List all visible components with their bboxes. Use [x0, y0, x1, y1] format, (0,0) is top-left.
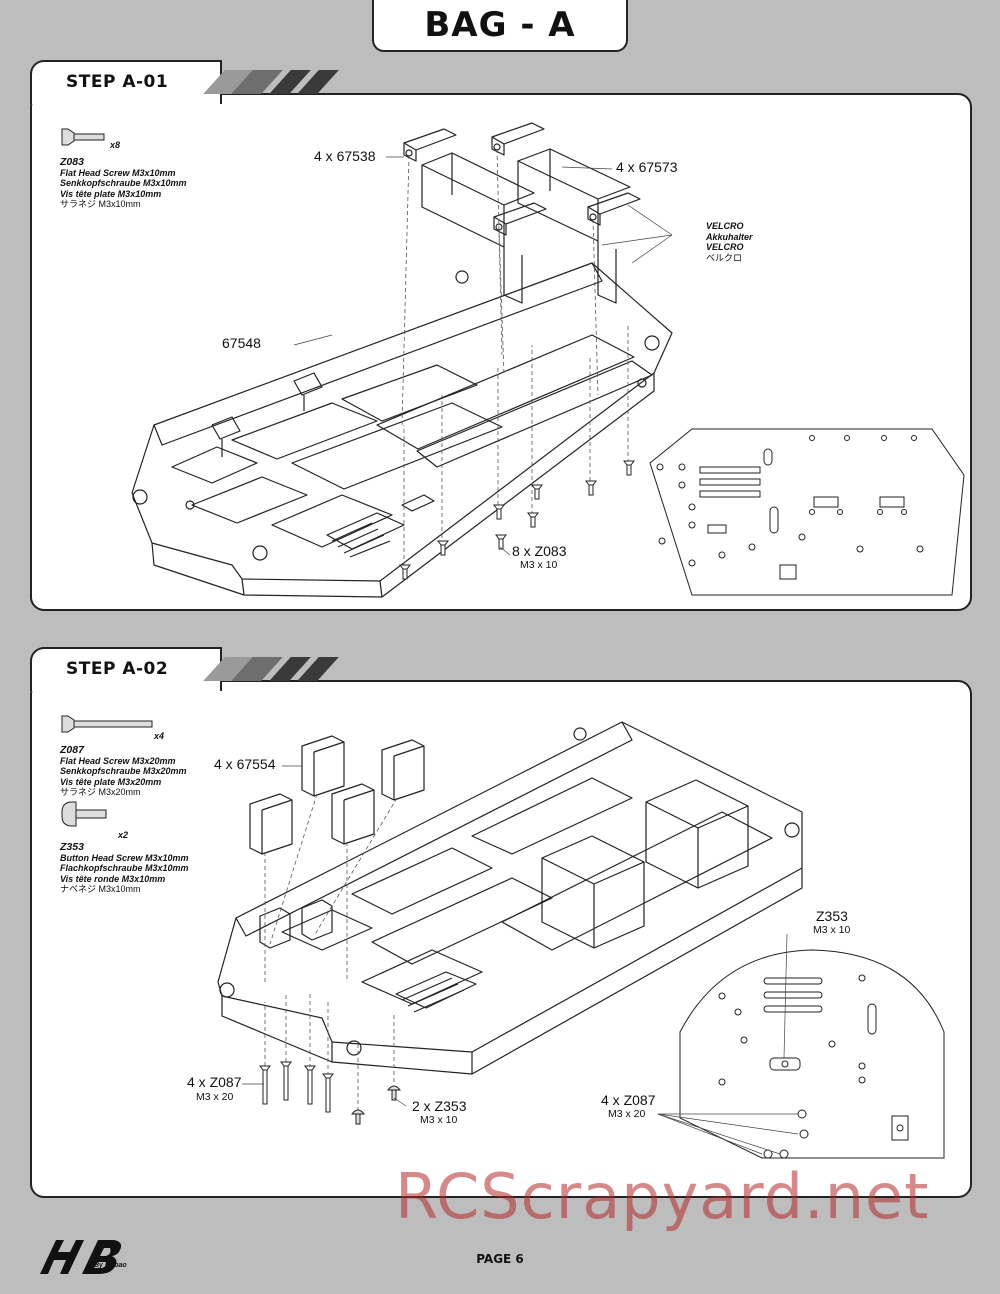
callout-chassis-67548: 67548 [222, 335, 261, 351]
chassis-bottom-view [649, 428, 965, 596]
screw-z087-1 [259, 1065, 271, 1105]
z083-fr: Vis tête plate M3x10mm [60, 188, 162, 199]
velcro-fr: VELCRO [706, 242, 744, 252]
screw-z083-7 [585, 480, 597, 496]
holder-67538-b [491, 122, 545, 145]
velcro-en: VELCRO [706, 221, 744, 231]
page-number: PAGE 6 [476, 1252, 524, 1266]
callout-z353: 2 x Z353 [412, 1098, 467, 1114]
callout-z087-detail: 4 x Z087 [601, 1092, 656, 1108]
bag-title-tab: BAG - A [372, 0, 628, 52]
screw-z083-8 [623, 460, 635, 476]
z353-de: Flachkopfschraube M3x10mm [60, 863, 189, 873]
screw-z087-3 [304, 1065, 316, 1105]
step-a02-panel [30, 680, 972, 1198]
callout-z087-detail-size: M3 x 20 [608, 1108, 646, 1120]
callout-screws-z083-size: M3 x 10 [520, 559, 558, 571]
step-a01-panel [30, 93, 972, 611]
velcro-jp: ベルクロ [706, 252, 743, 263]
watermark: RCScrapyard.net [395, 1160, 930, 1233]
holder-67538-c [493, 202, 547, 225]
z083-qty: x8 [110, 140, 121, 150]
velcro-label: VELCRO Akkuhalter VELCRO ベルクロ [706, 221, 753, 263]
screw-z353-2 [350, 1109, 366, 1125]
post-67554-a [301, 735, 345, 797]
z083-description: Z083 Flat Head Screw M3x10mm Senkkopfsch… [60, 157, 187, 210]
bag-title: BAG - A [424, 5, 576, 45]
chassis-assembled [217, 721, 803, 1053]
callout-z353-detail: Z353 [816, 908, 848, 924]
holder-67538-d [587, 192, 641, 215]
chassis-bottom-detail [679, 949, 945, 1159]
flat-head-screw-icon [61, 128, 105, 146]
screw-z083-6 [531, 484, 543, 500]
screw-z083-3 [493, 504, 505, 520]
screw-z083-4 [495, 534, 507, 550]
step-a01-label: STEP A-01 [66, 72, 169, 92]
holder-67538-a [403, 128, 457, 151]
z083-jp: サラネジ M3x10mm [60, 199, 141, 209]
callout-z087: 4 x Z087 [187, 1074, 242, 1090]
callout-z353-detail-size: M3 x 10 [813, 924, 851, 936]
callout-posts-67554: 4 x 67554 [214, 756, 276, 772]
z083-de: Senkkopfschraube M3x10mm [60, 178, 187, 188]
velcro-de: Akkuhalter [706, 231, 753, 242]
z353-fr: Vis tête ronde M3x10mm [60, 873, 166, 884]
callout-screws-z083: 8 x Z083 [512, 543, 567, 559]
strap-67573-a [421, 152, 535, 206]
hb-logo: By Hobao [34, 1236, 134, 1278]
z353-code: Z353 [60, 841, 84, 853]
screw-z087-2 [280, 1061, 292, 1101]
z353-en: Button Head Screw M3x10mm [60, 852, 189, 863]
z087-de: Senkkopfschraube M3x20mm [60, 766, 187, 776]
z353-jp: ナベネジ M3x10mm [60, 884, 141, 894]
screw-z083-1 [399, 564, 411, 580]
z087-qty: x4 [154, 731, 165, 741]
z353-qty: x2 [118, 830, 129, 840]
z083-code: Z083 [60, 156, 84, 168]
strap-67573-b [517, 148, 631, 200]
screw-z083-2 [437, 540, 449, 556]
flat-head-screw-long-icon [61, 715, 153, 733]
z087-description: Z087 Flat Head Screw M3x20mm Senkkopfsch… [60, 745, 187, 798]
step-a01-tab: STEP A-01 [30, 60, 222, 104]
callout-z353-size: M3 x 10 [420, 1114, 458, 1126]
step-a02-label: STEP A-02 [66, 659, 169, 679]
z353-description: Z353 Button Head Screw M3x10mm Flachkopf… [60, 842, 189, 895]
button-head-screw-icon [61, 801, 107, 827]
installed-strap-b [645, 779, 749, 829]
callout-holder-67538: 4 x 67538 [314, 148, 376, 164]
screw-z353-1 [386, 1085, 402, 1101]
post-67554-b [381, 739, 425, 801]
callout-strap-67573: 4 x 67573 [616, 159, 678, 175]
hb-logo-sub: By Hobao [94, 1262, 127, 1269]
z083-en: Flat Head Screw M3x10mm [60, 167, 176, 178]
z087-code: Z087 [60, 744, 84, 756]
callout-z087-size: M3 x 20 [196, 1091, 234, 1103]
post-67554-d [331, 783, 375, 845]
screw-z083-5 [527, 512, 539, 528]
step-a02-tab: STEP A-02 [30, 647, 222, 691]
z087-en: Flat Head Screw M3x20mm [60, 755, 176, 766]
z087-fr: Vis tête plate M3x20mm [60, 776, 162, 787]
step-a01-drawing [61, 122, 965, 598]
hb-logo-icon [40, 1240, 122, 1274]
z087-jp: サラネジ M3x20mm [60, 787, 141, 797]
step-a02-drawing [61, 715, 945, 1159]
post-67554-c [249, 793, 293, 855]
chassis-67548 [131, 262, 673, 582]
screw-z087-4 [322, 1073, 334, 1113]
